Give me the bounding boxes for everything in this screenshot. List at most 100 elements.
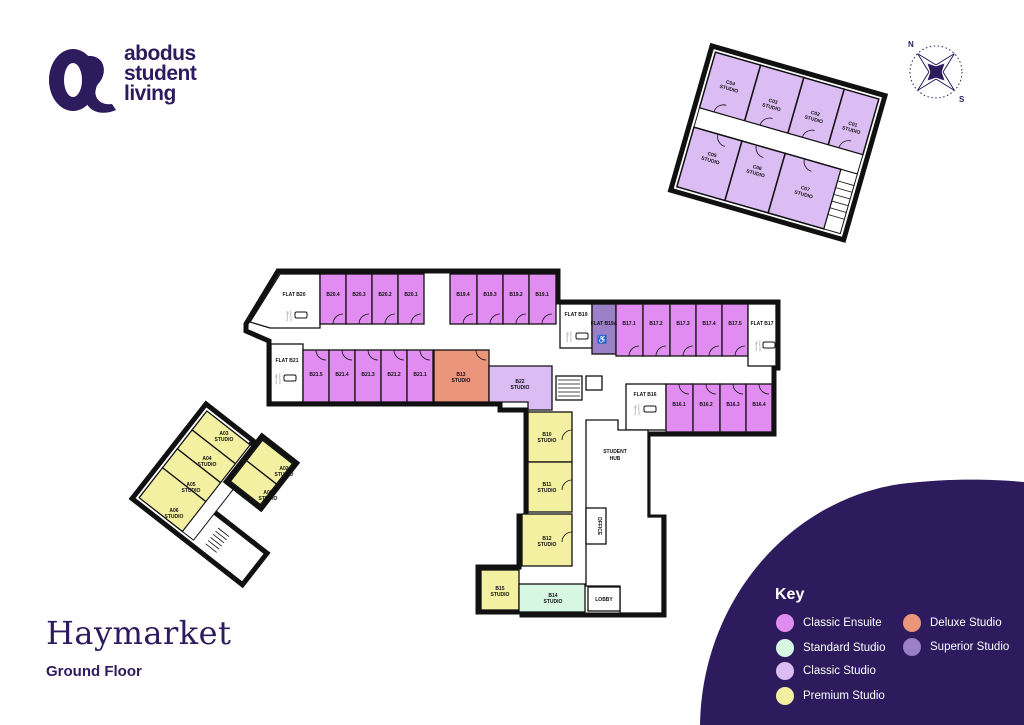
block-a-east-rooms: [222, 432, 301, 513]
lift: [585, 375, 603, 391]
label-b17-5: B17.5: [728, 321, 742, 327]
sofa-icon: [575, 332, 589, 340]
room-b22: [488, 365, 553, 411]
cutlery-icon: 🍴: [631, 403, 643, 416]
label-c03-type: STUDIO: [761, 102, 781, 113]
brand-line-1: abodus: [124, 42, 196, 65]
brand-logo: abodus student living: [46, 42, 236, 116]
label-c03: C03: [768, 98, 779, 106]
label-hub: HUB: [610, 456, 621, 462]
key-swatch: [776, 662, 794, 680]
key-swatch: [903, 614, 921, 632]
label-b20-3: B20.3: [352, 292, 366, 298]
label-b13: B13: [456, 372, 465, 378]
room-a01: [229, 459, 278, 506]
cutlery-icon: 🍴: [283, 309, 295, 322]
label-c01: C01: [847, 121, 858, 129]
label-b21-3: B21.3: [361, 372, 375, 378]
cutlery-icon: 🍴: [272, 372, 284, 385]
label-b12: B12: [542, 536, 551, 542]
label-b11-type: STUDIO: [538, 488, 557, 494]
sofa-icon: [643, 405, 657, 413]
label-b16-4: B16.4: [752, 402, 766, 408]
brand-wordmark: abodus student living: [124, 42, 197, 105]
room-b16-4: [745, 383, 773, 433]
label-c04-type: STUDIO: [719, 84, 739, 95]
room-b19-2: [502, 273, 530, 325]
room-b21-2: [380, 349, 408, 403]
label-c04: C04: [725, 79, 736, 87]
label-c01-type: STUDIO: [841, 125, 861, 136]
sofa-icon: [762, 341, 776, 349]
floor-subtitle: Ground Floor: [46, 663, 142, 680]
flat-b17-kitchen: [747, 303, 777, 367]
label-flat-b17: FLAT B17: [751, 321, 774, 327]
room-b20-2: [371, 273, 399, 325]
label-a04: A04: [202, 456, 211, 462]
block-c-stairs: [823, 168, 858, 235]
label-b11: B11: [543, 482, 552, 488]
label-b21-2: B21.2: [387, 372, 401, 378]
label-b17-3: B17.3: [676, 321, 690, 327]
label-flat-b20: FLAT B20: [283, 292, 306, 298]
label-b19-4: B19.4: [456, 292, 470, 298]
lobby-room: [587, 586, 621, 612]
room-b17-3: [669, 303, 697, 357]
cutlery-icon: 🍴: [563, 330, 575, 343]
room-b16-1: [665, 383, 694, 433]
room-b20-1: [397, 273, 425, 325]
label-a06: A06: [169, 508, 178, 514]
key-label: Classic Studio: [803, 665, 876, 677]
room-b21-3: [354, 349, 382, 403]
key-label: Premium Studio: [803, 690, 885, 702]
student-hub: [585, 419, 663, 614]
label-b17-2: B17.2: [649, 321, 663, 327]
label-b10-type: STUDIO: [538, 438, 557, 444]
block-a-labels: A03 STUDIO A04 STUDIO A05 STUDIO A06 STU…: [165, 431, 294, 520]
door-swings: [315, 313, 770, 543]
room-b17-5: [721, 303, 749, 357]
label-a03-type: STUDIO: [215, 437, 234, 443]
key-swatch: [776, 639, 794, 657]
label-b14: B14: [548, 593, 557, 599]
label-a01: A01: [263, 490, 272, 496]
flat-b16-kitchen: [625, 383, 667, 431]
label-b19-3: B19.3: [483, 292, 497, 298]
label-c02: C02: [810, 110, 821, 118]
room-b10: [527, 411, 573, 463]
label-a04-type: STUDIO: [198, 462, 217, 468]
label-office: OFFICE: [596, 517, 602, 536]
key-swatch: [776, 614, 794, 632]
label-flat-b19a: FLAT B19A: [591, 321, 618, 327]
label-a02-type: STUDIO: [275, 472, 294, 478]
room-b14: [518, 583, 586, 613]
room-b17-1: [615, 303, 644, 357]
brand-line-3: living: [124, 82, 176, 105]
key-swatch: [776, 687, 794, 705]
label-c07: C07: [800, 185, 811, 193]
label-b22: B22: [515, 379, 524, 385]
label-a05-type: STUDIO: [182, 488, 201, 494]
key-item-premium-studio: Premium Studio: [776, 687, 885, 705]
room-b19-3: [476, 273, 504, 325]
label-flat-b16: FLAT B16: [634, 392, 657, 398]
office-room: [585, 507, 607, 545]
flat-b19-kitchen: [559, 303, 593, 349]
room-b20-4: [319, 273, 347, 325]
label-b22-type: STUDIO: [511, 385, 530, 391]
sofa-icon: [283, 374, 297, 382]
label-c06: C06: [752, 164, 763, 172]
key-item-standard-studio: Standard Studio: [776, 639, 885, 657]
room-b11: [527, 461, 573, 513]
room-b19-1: [528, 273, 557, 325]
block-c: C04 STUDIO C03 STUDIO C02 STUDIO C01 STU…: [667, 42, 889, 243]
label-flat-b19: FLAT B19: [565, 312, 588, 318]
abodus-logo-icon: [49, 49, 116, 113]
brand-line-2: student: [124, 62, 197, 85]
room-b21-4: [328, 349, 356, 403]
key-item-classic-studio: Classic Studio: [776, 662, 876, 680]
label-c05-type: STUDIO: [700, 155, 720, 166]
label-b13-type: STUDIO: [452, 378, 471, 384]
